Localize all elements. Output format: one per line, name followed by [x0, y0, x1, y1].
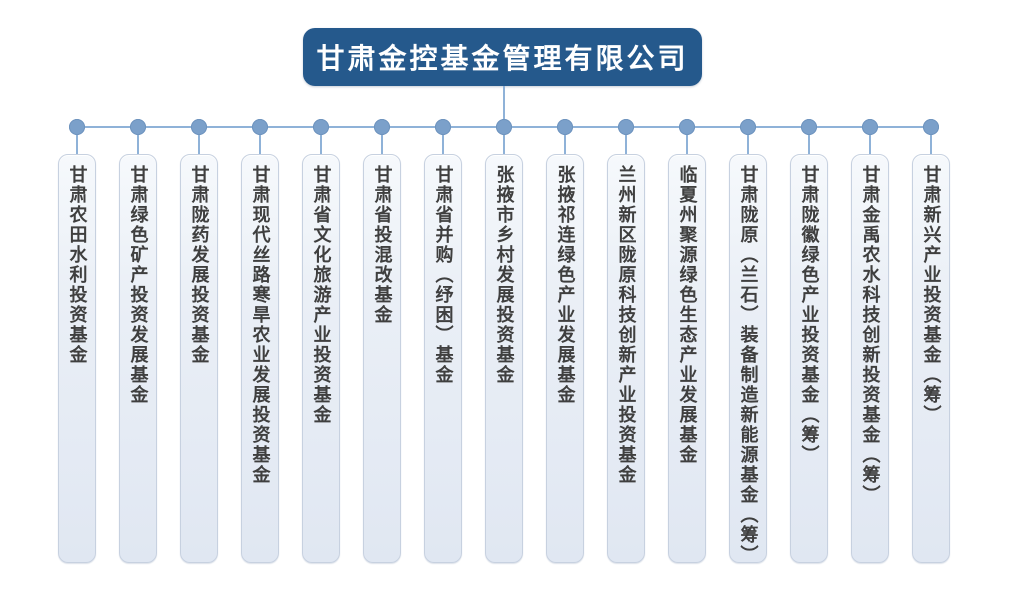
connector-dot [312, 119, 329, 135]
fund-node: 张掖祁连绿色产业发展基金 [545, 154, 584, 563]
connector-stub-line [929, 135, 932, 154]
fund-column: 甘肃绿色矿产投资发展基金 [107, 119, 168, 563]
fund-node: 甘肃省并购（纾困）基金 [423, 154, 462, 563]
fund-node: 甘肃陇原（兰石）装备制造新能源基金（筹） [728, 154, 767, 563]
fund-column: 甘肃陇药发展投资基金 [168, 119, 229, 563]
fund-name: 甘肃省文化旅游产业投资基金 [310, 165, 332, 425]
connector-dot [190, 119, 207, 135]
connector-stub-line [75, 135, 78, 154]
fund-name: 甘肃陇原（兰石）装备制造新能源基金（筹） [737, 165, 759, 563]
root-node: 甘肃金控基金管理有限公司 [303, 28, 702, 86]
connector-stub-line [868, 135, 871, 154]
fund-name: 甘肃省投混改基金 [371, 165, 393, 325]
fund-column: 甘肃省并购（纾困）基金 [412, 119, 473, 563]
fund-name: 甘肃陇药发展投资基金 [188, 165, 210, 365]
fund-name: 兰州新区陇原科技创新产业投资基金 [615, 165, 637, 485]
fund-name: 临夏州聚源绿色生态产业发展基金 [676, 165, 698, 465]
fund-column: 张掖祁连绿色产业发展基金 [534, 119, 595, 563]
connector-stub-line [441, 135, 444, 154]
fund-column: 甘肃省投混改基金 [351, 119, 412, 563]
connector-stub-line [258, 135, 261, 154]
root-title: 甘肃金控基金管理有限公司 [316, 42, 689, 75]
fund-name: 甘肃金禹农水科技创新投资基金（筹） [859, 165, 881, 505]
fund-column: 临夏州聚源绿色生态产业发展基金 [656, 119, 717, 563]
connector-dot [861, 119, 878, 135]
fund-column: 甘肃现代丝路寒旱农业发展投资基金 [229, 119, 290, 563]
fund-column: 甘肃金禹农水科技创新投资基金（筹） [839, 119, 900, 563]
root-stem-line [503, 86, 505, 127]
fund-column: 甘肃陇徽绿色产业投资基金（筹） [778, 119, 839, 563]
fund-name: 甘肃陇徽绿色产业投资基金（筹） [798, 165, 820, 465]
funds-row: 甘肃农田水利投资基金 甘肃绿色矿产投资发展基金 甘肃陇药发展投资基金 甘肃现代丝… [46, 119, 961, 563]
connector-stub-line [746, 135, 749, 154]
fund-name: 甘肃现代丝路寒旱农业发展投资基金 [249, 165, 271, 485]
connector-dot [800, 119, 817, 135]
connector-stub-line [563, 135, 566, 154]
connector-stub-line [502, 135, 505, 154]
fund-name: 甘肃新兴产业投资基金（筹） [920, 165, 942, 425]
fund-name: 甘肃农田水利投资基金 [66, 165, 88, 365]
fund-node: 兰州新区陇原科技创新产业投资基金 [606, 154, 645, 563]
fund-node: 临夏州聚源绿色生态产业发展基金 [667, 154, 706, 563]
fund-node: 甘肃陇药发展投资基金 [179, 154, 218, 563]
fund-column: 甘肃农田水利投资基金 [46, 119, 107, 563]
fund-column: 甘肃省文化旅游产业投资基金 [290, 119, 351, 563]
fund-name: 甘肃省并购（纾困）基金 [432, 165, 454, 385]
fund-node: 张掖市乡村发展投资基金 [484, 154, 523, 563]
fund-column: 兰州新区陇原科技创新产业投资基金 [595, 119, 656, 563]
fund-column: 甘肃新兴产业投资基金（筹） [900, 119, 961, 563]
connector-stub-line [197, 135, 200, 154]
fund-node: 甘肃省投混改基金 [362, 154, 401, 563]
connector-dot [373, 119, 390, 135]
connector-stub-line [380, 135, 383, 154]
connector-dot [922, 119, 939, 135]
connector-stub-line [685, 135, 688, 154]
fund-node: 甘肃省文化旅游产业投资基金 [301, 154, 340, 563]
connector-dot [251, 119, 268, 135]
fund-node: 甘肃农田水利投资基金 [57, 154, 96, 563]
connector-stub-line [136, 135, 139, 154]
connector-stub-line [807, 135, 810, 154]
connector-dot [129, 119, 146, 135]
connector-dot [556, 119, 573, 135]
connector-stub-line [319, 135, 322, 154]
fund-node: 甘肃新兴产业投资基金（筹） [911, 154, 950, 563]
fund-name: 张掖祁连绿色产业发展基金 [554, 165, 576, 405]
connector-dot [68, 119, 85, 135]
fund-name: 甘肃绿色矿产投资发展基金 [127, 165, 149, 405]
connector-dot [678, 119, 695, 135]
fund-column: 张掖市乡村发展投资基金 [473, 119, 534, 563]
fund-node: 甘肃绿色矿产投资发展基金 [118, 154, 157, 563]
fund-name: 张掖市乡村发展投资基金 [493, 165, 515, 385]
connector-dot [434, 119, 451, 135]
fund-column: 甘肃陇原（兰石）装备制造新能源基金（筹） [717, 119, 778, 563]
connector-dot [495, 119, 512, 135]
fund-node: 甘肃陇徽绿色产业投资基金（筹） [789, 154, 828, 563]
fund-node: 甘肃金禹农水科技创新投资基金（筹） [850, 154, 889, 563]
connector-stub-line [624, 135, 627, 154]
connector-dot [617, 119, 634, 135]
fund-node: 甘肃现代丝路寒旱农业发展投资基金 [240, 154, 279, 563]
connector-dot [739, 119, 756, 135]
